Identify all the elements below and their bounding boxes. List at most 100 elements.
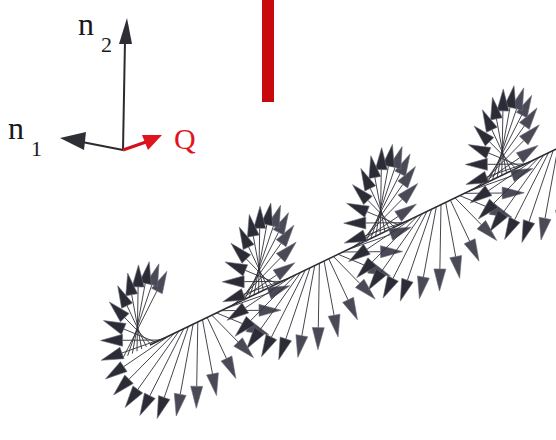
spin-stem (123, 339, 161, 340)
spin-cone (132, 265, 144, 287)
spin-cone (225, 262, 248, 276)
n2-axis (123, 40, 125, 150)
spin-cone (261, 334, 276, 356)
spin-cone (395, 204, 417, 221)
q-arrowhead (142, 135, 162, 150)
spin-cone (235, 316, 255, 336)
spin-stem (515, 153, 549, 220)
spin-stem (271, 270, 305, 337)
spin-stem (423, 207, 436, 277)
spin-stem (365, 220, 408, 235)
spin-stem (207, 317, 226, 358)
spin-cone (101, 347, 124, 360)
spin-cone (383, 276, 398, 298)
spin-cone (227, 303, 249, 320)
spin-stem (487, 162, 530, 177)
spin-cone (126, 273, 138, 296)
spin-cone (491, 97, 503, 120)
axis-letter: n (78, 8, 94, 40)
spin-stem (249, 226, 273, 297)
spin-stem (329, 259, 348, 300)
spin-cone (474, 126, 494, 146)
spin-stem (324, 261, 334, 315)
spin-cone (273, 263, 295, 280)
spin-stem (137, 287, 138, 351)
spin-stem (128, 285, 152, 356)
spin-cone (470, 186, 492, 203)
spin-cone (347, 203, 370, 217)
spin-stem (302, 266, 315, 336)
spin-stem (180, 324, 193, 394)
spin-stem (496, 119, 506, 173)
spin-stem (450, 200, 469, 241)
spin-cone (464, 239, 479, 261)
spin-stem (446, 202, 456, 256)
spin-stem (455, 198, 481, 225)
spin-cone (101, 334, 123, 346)
spin-cone (466, 171, 489, 184)
spin-stem (492, 109, 516, 180)
spin-cone (125, 386, 143, 407)
spin-stem (440, 205, 441, 269)
spin-cone (312, 328, 324, 350)
spin-cone (450, 256, 462, 279)
spin-cone (140, 393, 155, 415)
spin-cone (418, 276, 430, 299)
spin-stem (132, 295, 142, 349)
axis-letter: n (8, 112, 24, 144)
spin-cone (478, 199, 498, 219)
spin-cone (231, 243, 251, 263)
spin-stem (244, 279, 287, 294)
spin-cone (497, 89, 509, 111)
spin-cone (239, 227, 254, 249)
spin-cone (381, 246, 403, 258)
spin-cone (368, 269, 386, 290)
wavevector-label: Q (174, 124, 196, 154)
spin-cone (222, 276, 244, 288)
spin-cone (502, 187, 524, 199)
q-axis (123, 142, 146, 150)
spin-cone (109, 302, 129, 322)
spin-cone (344, 230, 367, 243)
spin-cone (505, 217, 520, 239)
coordinate-axes (60, 18, 162, 150)
axis-subscript: 2 (101, 34, 112, 56)
spin-stem (150, 329, 184, 396)
spin-cone (400, 278, 413, 301)
spin-cone (105, 362, 127, 379)
spin-stem (212, 315, 238, 342)
axis-subscript: 1 (31, 138, 42, 160)
spin-cone (223, 289, 246, 302)
n1-arrowhead (60, 132, 86, 150)
spin-stem (371, 167, 395, 238)
spin-stem (253, 236, 263, 290)
spin-cone (361, 168, 376, 190)
spin-stem (487, 164, 525, 165)
spin-cone (296, 335, 308, 358)
spin-cone (174, 393, 186, 416)
spin-cone (490, 210, 508, 231)
spin-cone (434, 269, 446, 291)
spin-cone (357, 258, 377, 278)
spin-stem (393, 211, 427, 278)
n1-axis (82, 142, 123, 150)
spin-stem (333, 257, 359, 284)
spin-stem (375, 177, 385, 231)
spin-cone (369, 156, 381, 179)
spin-cone (328, 314, 340, 337)
red-bar (262, 0, 274, 102)
spin-cone (465, 158, 487, 170)
spin-cone (482, 110, 497, 132)
spin-cone (247, 214, 259, 237)
spin-cone (254, 206, 266, 228)
spin-cone (516, 145, 538, 162)
spin-cone (349, 244, 371, 261)
spin-cone (118, 286, 133, 308)
spin-cone (103, 321, 126, 335)
spin-cone (539, 217, 551, 240)
spin-cone (207, 373, 219, 396)
n2-arrowhead (119, 18, 132, 44)
spin-stem (380, 170, 381, 234)
spin-stem (122, 338, 165, 353)
